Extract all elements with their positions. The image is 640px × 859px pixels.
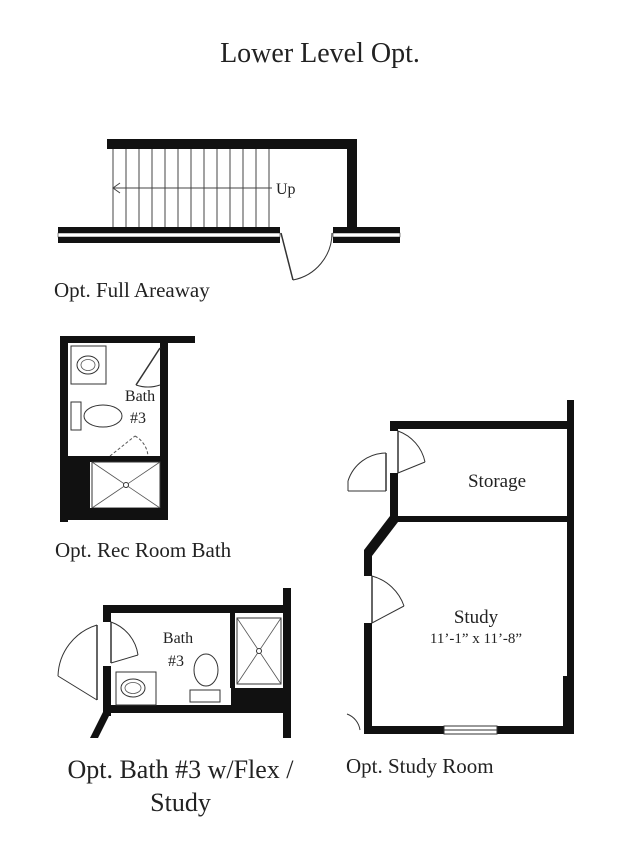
areaway-lower-wall [57,227,401,243]
flex-bath-sink-icon [120,678,146,698]
flex-bath-right-wall [283,588,291,738]
flex-bath-vanity [115,671,157,706]
storage-top-wall [391,421,573,429]
flex-bath-room-name: Bath [163,630,193,647]
flex-bath-shower [230,613,282,688]
stair-direction-arrow [112,182,272,194]
rec-bath-room-number: #3 [130,410,146,427]
areaway-right-wall [347,139,357,229]
areaway-plan: Up [57,139,401,281]
areaway-plan-label: Opt. Full Areaway [54,278,210,302]
study-room-plan: Storage Study 11’-1” x 11’-8” [346,400,574,735]
rec-bath-shower-door [109,435,149,457]
flex-bath-room-number: #3 [168,653,184,670]
study-room-name: Study [454,607,499,628]
rec-bath-door [135,347,161,388]
rec-room-bath-plan: Bath #3 [60,336,195,522]
study-right-wall-base [563,676,574,731]
study-room-plan-label: Opt. Study Room [346,754,494,778]
bath-flex-plan-label: Opt. Bath #3 w/Flex / Study [67,755,294,817]
storage-left-wall [390,473,398,516]
stair-up-label: Up [276,181,296,198]
rec-bath-corner-block [68,456,90,520]
flex-bath-bottom-wall [111,705,231,713]
study-left-wall-lower [364,623,372,734]
rec-room-bath-plan-label: Opt. Rec Room Bath [55,538,232,562]
areaway-door [280,232,333,281]
page-title: Lower Level Opt. [220,38,420,69]
rec-bath-room-name: Bath [125,388,155,405]
rec-bath-sink-icon [76,355,100,375]
study-left-wall-upper [364,550,372,576]
rec-bath-drain-icon [123,482,129,488]
storage-door [397,430,426,474]
study-bottom-wall-right [497,726,574,734]
storage-room-label: Storage [468,471,526,492]
flex-bath-interior-door [110,621,139,664]
bath-flex-plan: Bath #3 [57,588,291,738]
rec-bath-top-wall [60,336,195,343]
rec-bath-shower [90,456,162,520]
rec-bath-left-wall [60,336,68,522]
rec-bath-vanity [70,345,107,385]
rec-bath-toilet-icon [70,401,123,431]
flex-bath-exterior-door [57,624,98,701]
flex-bath-corner-block [231,688,283,713]
storage-left-wall-top [390,421,398,431]
flex-bath-left-wall-lower [103,666,111,716]
study-right-wall [567,400,574,731]
study-window [443,725,498,735]
study-bottom-wall-left [364,726,444,734]
study-angled-wall [364,516,398,556]
flex-bath-left-wall-upper [103,605,111,622]
flex-bath-toilet-icon [189,653,221,703]
storage-exterior-door [347,452,387,492]
study-room-dimensions: 11’-1” x 11’-8” [430,631,522,647]
study-lower-door-stub [346,713,361,731]
flex-bath-drain-icon [256,648,262,654]
areaway-top-wall [107,139,357,149]
flex-bath-top-wall [103,605,289,613]
study-door [371,575,405,624]
rec-bath-right-wall [160,342,168,520]
storage-study-divider [390,516,573,522]
flex-bath-angled-wall [90,712,111,738]
